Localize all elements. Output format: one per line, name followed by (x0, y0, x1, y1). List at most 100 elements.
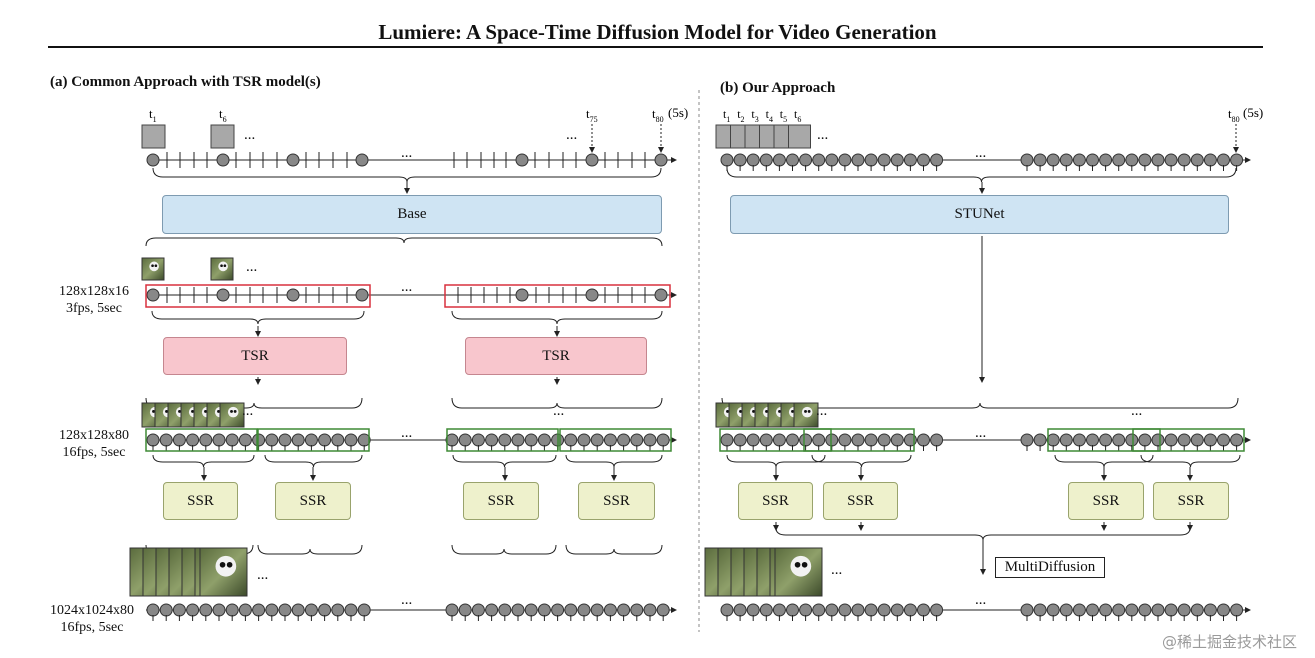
panda-eye (220, 264, 223, 268)
panel-a-title: (a) Common Approach with TSR model(s) (50, 74, 321, 90)
row2-label: 128x128x80 16fps, 5sec (44, 427, 144, 461)
frame-node (524, 433, 538, 447)
panda-eye (726, 409, 729, 413)
frame-node (515, 153, 529, 167)
frame-node (643, 603, 657, 617)
ellipsis: ... (975, 425, 986, 441)
brace (451, 310, 663, 325)
frame-node (733, 433, 747, 447)
frame-node (1151, 603, 1165, 617)
frame-node (603, 433, 617, 447)
row2-label-res: 128x128x80 (59, 428, 129, 443)
frame-node (877, 603, 891, 617)
frame-node (851, 153, 865, 167)
panda-face (227, 406, 239, 418)
frame-node (1059, 603, 1073, 617)
panda-eye (807, 409, 811, 413)
t-label-letter: t (737, 107, 741, 121)
t-label-index: 1 (726, 115, 730, 124)
brace (565, 544, 663, 555)
frame-node (1138, 433, 1152, 447)
t-label: t2 (737, 107, 744, 124)
frame-node (877, 153, 891, 167)
row3-label-res: 1024x1024x80 (50, 603, 134, 618)
brace (145, 237, 663, 247)
frame-node (590, 433, 604, 447)
frame-node (864, 433, 878, 447)
panda-eye (154, 264, 158, 268)
frame-node (1164, 433, 1178, 447)
frame-node (630, 603, 644, 617)
frame-node (265, 433, 279, 447)
frame-node (471, 433, 485, 447)
frame-node (1020, 603, 1034, 617)
ssr-window (559, 428, 672, 452)
frame-node (903, 153, 917, 167)
frame-node (1217, 153, 1230, 167)
frame-node (812, 153, 826, 167)
frame-node (720, 153, 734, 167)
frame-node (1177, 433, 1191, 447)
frame-node (759, 433, 773, 447)
ellipsis: ... (975, 592, 986, 608)
frame-node (1230, 433, 1244, 447)
t-label-letter: t (723, 107, 727, 121)
frame-node (1033, 153, 1047, 167)
frame-node (654, 288, 668, 302)
frame-node (537, 603, 551, 617)
frame-node (617, 603, 631, 617)
frame-node (890, 153, 904, 167)
ssr-window (145, 428, 258, 452)
frame-node (511, 433, 525, 447)
frame-node (903, 603, 917, 617)
panda-eye (178, 409, 181, 413)
panda-eye (165, 409, 168, 413)
frame-node (511, 603, 525, 617)
ellipsis: ... (401, 279, 412, 295)
ellipsis: ... (1131, 403, 1142, 419)
ssr-box-a2: SSR (275, 482, 351, 520)
frame-node (1164, 603, 1178, 617)
panda-eye (191, 409, 194, 413)
tsr-box-2: TSR (465, 337, 647, 375)
frame-node (1059, 153, 1073, 167)
frame-node (1203, 153, 1217, 167)
frame-node (199, 603, 213, 617)
frame-node (159, 603, 173, 617)
brace (152, 167, 662, 183)
frame-node (146, 288, 160, 302)
frame-node (746, 153, 760, 167)
frame-node (1177, 603, 1191, 617)
brace (565, 454, 663, 468)
stunet-box: STUNet (730, 195, 1229, 234)
frame-node (1086, 603, 1099, 617)
keyframe-box (141, 124, 166, 149)
frame-node (825, 433, 839, 447)
frame-node (212, 433, 226, 447)
frame-node (890, 603, 904, 617)
brace (151, 310, 365, 325)
frame-node (786, 603, 799, 617)
frame-node (564, 603, 578, 617)
panda-frame-thumbnail (199, 547, 248, 597)
t-label-letter: t (780, 107, 784, 121)
frame-node (825, 153, 839, 167)
frame-node (1086, 433, 1099, 447)
t75-label: t75 (586, 106, 598, 124)
panda-eye (801, 561, 808, 568)
frame-node (1138, 603, 1152, 617)
frame-node (799, 153, 813, 167)
base-model-box: Base (162, 195, 662, 234)
t-label: t5 (780, 107, 787, 124)
t-label-letter: t (751, 107, 755, 121)
frame-node (1046, 603, 1060, 617)
frame-node (286, 153, 300, 167)
frame-node (772, 603, 786, 617)
frame-node (585, 288, 599, 302)
frame-node (1072, 153, 1086, 167)
t-label-index: 6 (797, 115, 801, 124)
frame-node (199, 433, 213, 447)
frame-node (733, 603, 747, 617)
ellipsis: ... (401, 592, 412, 608)
frame-node (355, 288, 369, 302)
